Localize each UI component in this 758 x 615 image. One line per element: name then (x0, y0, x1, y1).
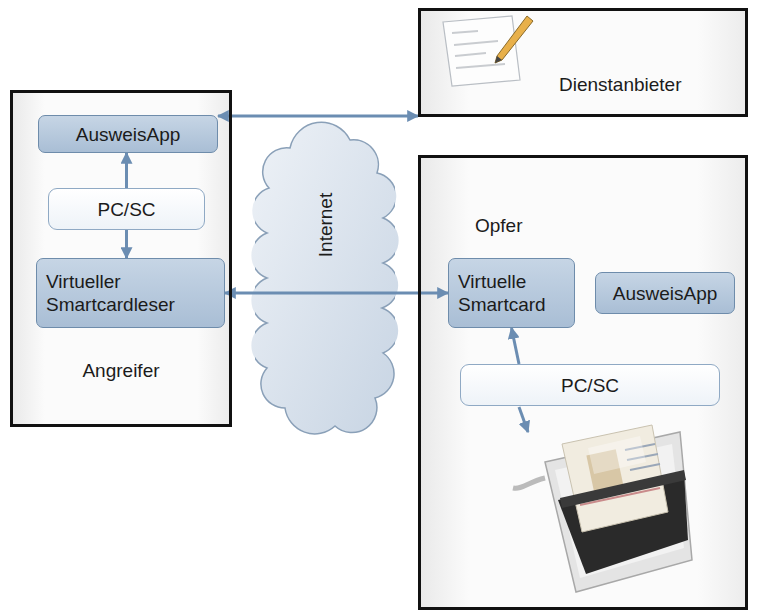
box-label: Virtueller Smartcardleser (46, 270, 218, 316)
box-label: AusweisApp (76, 123, 181, 146)
cloud-outline (255, 118, 395, 435)
reader-arrow (519, 407, 528, 432)
network-cloud: Internet (255, 118, 395, 435)
interface-box: PC/SC (460, 364, 720, 406)
data-flow-arrow (225, 292, 448, 295)
box-label: PC/SC (561, 374, 619, 397)
document-icon (443, 16, 533, 86)
card-reader (513, 425, 692, 592)
panel-fill (420, 157, 746, 608)
app-box: AusweisApp (38, 115, 218, 153)
data-flow-arrow (125, 153, 128, 188)
data-flow-arrow (125, 230, 128, 258)
box-label: PC/SC (97, 198, 155, 221)
panel-fill (12, 92, 230, 425)
provider-panel: Dienstanbieter (418, 8, 748, 117)
card-box: Virtuelle Smartcard (448, 258, 575, 328)
data-flow-arrow (512, 328, 520, 364)
box-label: Internet (314, 193, 337, 257)
reader-box: Virtueller Smartcardleser (36, 258, 225, 328)
victim-panel: OpferVirtuelle Smartcard AusweisAppPC/SC (418, 155, 748, 610)
panel-title: Dienstanbieter (559, 73, 682, 96)
box-label: Virtuelle Smartcard (458, 270, 568, 316)
cloud-fill (251, 122, 398, 434)
interface-box: PC/SC (48, 188, 205, 230)
attacker-panel: Angreifer AusweisAppPC/SC Virtueller Smart… (10, 90, 232, 427)
panel-title: Angreifer (13, 359, 229, 382)
app-box: AusweisApp (595, 272, 735, 314)
cloud-outline (255, 122, 395, 434)
panel-fill (420, 10, 746, 115)
panel-title: Opfer (475, 214, 523, 237)
box-label: AusweisApp (613, 282, 718, 305)
data-flow-arrow (218, 115, 418, 118)
